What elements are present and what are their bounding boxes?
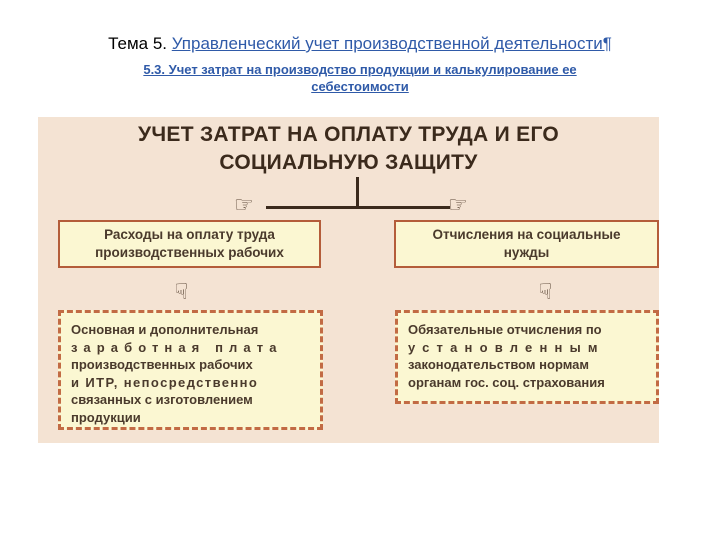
subtopic-line-1: 5.3. Учет затрат на производство продукц… <box>143 62 577 77</box>
labor-costs-line-1: Расходы на оплату труда <box>104 227 275 242</box>
detail-line: органам гос. соц. страхования <box>408 374 605 390</box>
topic-number: Тема 5. <box>108 34 168 53</box>
social-contributions-line-1: Отчисления на социальные <box>432 227 621 242</box>
labor-costs-detail-box: Основная и дополнительная заработная пла… <box>58 310 323 430</box>
detail-line: Обязательные отчисления по <box>408 322 602 337</box>
hand-pointing-right-icon: ☞ <box>234 193 254 218</box>
social-contributions-detail-box: Обязательные отчисления по установленным… <box>395 310 659 404</box>
detail-line: связанных с изготовлением <box>71 392 253 407</box>
labor-costs-box: Расходы на оплату труда производственных… <box>58 220 321 268</box>
subtopic-line-2: себестоимости <box>311 79 409 94</box>
diagram-title-line-1: УЧЕТ ЗАТРАТ НА ОПЛАТУ ТРУДА И ЕГО <box>137 123 560 146</box>
hand-pointing-right-icon: ☞ <box>448 193 468 218</box>
detail-line: производственных рабочих <box>71 357 253 372</box>
detail-line: законодательством нормам <box>408 357 590 372</box>
detail-line: и ИТР, непосредственно <box>71 374 259 390</box>
diagram-title: УЧЕТ ЗАТРАТ НА ОПЛАТУ ТРУДА И ЕГО СОЦИАЛ… <box>38 121 659 177</box>
diagram-panel: УЧЕТ ЗАТРАТ НА ОПЛАТУ ТРУДА И ЕГО СОЦИАЛ… <box>38 117 659 443</box>
social-contributions-box: Отчисления на социальные нужды <box>394 220 659 268</box>
social-contributions-line-2: нужды <box>503 245 550 260</box>
detail-line: установленным <box>408 339 605 355</box>
hand-pointing-down-icon: ☞ <box>167 281 193 301</box>
connector-vertical <box>356 177 359 208</box>
connector-horizontal <box>266 206 450 209</box>
labor-costs-line-2: производственных рабочих <box>95 245 284 260</box>
page-title: Тема 5. Управленческий учет производстве… <box>0 34 720 54</box>
detail-line: продукции <box>71 409 141 425</box>
detail-line: Основная и дополнительная <box>71 322 259 337</box>
hand-pointing-down-icon: ☞ <box>531 281 557 301</box>
detail-line: заработная плата <box>71 339 283 355</box>
diagram-title-line-2: СОЦИАЛЬНУЮ ЗАЩИТУ <box>219 151 478 174</box>
topic-link[interactable]: Управленческий учет производственной дея… <box>171 34 612 53</box>
subtopic-link[interactable]: 5.3. Учет затрат на производство продукц… <box>60 61 660 95</box>
